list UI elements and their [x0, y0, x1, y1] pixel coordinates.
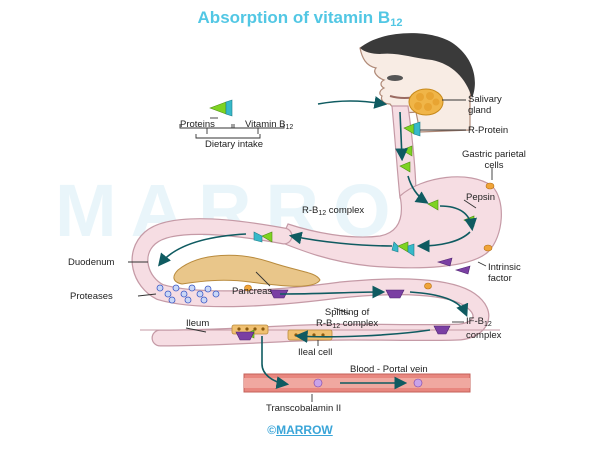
pepsin-dots	[244, 182, 495, 388]
salivary-gland	[408, 88, 444, 116]
pancreas-organ	[173, 254, 321, 287]
label-ileum: Ileum	[186, 318, 210, 329]
eye-icon	[387, 75, 403, 81]
label-pancreas: Pancreas	[232, 286, 273, 297]
label-r-b12-complex: R-B12 complex	[302, 205, 365, 217]
flow-arrows	[157, 96, 477, 390]
label-ileal-cell: Ileal cell	[298, 347, 333, 358]
r-protein-shapes	[225, 99, 421, 257]
label-transcobalamin-ii: Transcobalamin II	[266, 403, 342, 414]
head-profile	[359, 33, 475, 133]
diagram-title: Absorption of vitamin B12	[197, 8, 403, 29]
esophagus	[391, 105, 417, 199]
label-dietary-intake: Dietary intake	[205, 139, 264, 150]
label-vitamin-b12: Vitamin B12	[245, 119, 294, 131]
label-pepsin: Pepsin	[466, 192, 496, 203]
label-blood-portal-vein: Blood - Portal vein	[350, 364, 428, 375]
footer-brand: ©MARROW	[267, 423, 333, 437]
leader-lines	[128, 99, 493, 402]
label-proteins: Proteins	[180, 119, 215, 130]
protease-dots	[156, 284, 220, 304]
label-duodenum: Duodenum	[68, 257, 115, 268]
label-r-protein: R-Protein	[468, 125, 509, 136]
label-proteases: Proteases	[70, 291, 113, 302]
intrinsic-factor-shapes	[235, 257, 471, 341]
